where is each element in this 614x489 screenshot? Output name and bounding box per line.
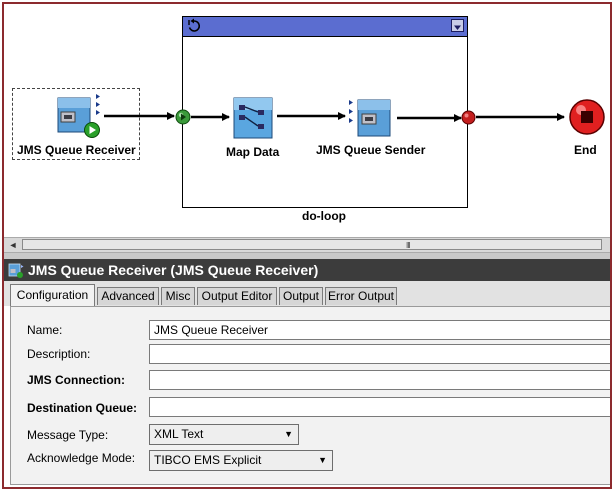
configuration-form: Name: JMS Queue Receiver Description: JM…: [10, 306, 610, 485]
map-data-icon[interactable]: [230, 96, 276, 142]
process-canvas[interactable]: do-loop: [4, 4, 610, 237]
node-label-end: End: [574, 143, 597, 157]
group-do-loop[interactable]: [182, 16, 468, 208]
scroll-grip: III: [406, 241, 411, 250]
selection-outline: [12, 88, 140, 160]
name-label: Name:: [27, 323, 63, 337]
panel-splitter[interactable]: [4, 253, 610, 259]
jms-connection-field[interactable]: [149, 370, 610, 390]
group-label: do-loop: [302, 209, 346, 223]
node-label-map: Map Data: [226, 145, 280, 159]
tab-error-output[interactable]: Error Output: [325, 287, 397, 305]
jms-receiver-icon[interactable]: [56, 92, 106, 140]
node-label-sender: JMS Queue Sender: [316, 143, 426, 157]
node-label-receiver: JMS Queue Receiver: [17, 143, 136, 157]
scroll-left-arrow-icon[interactable]: ◄: [8, 240, 18, 250]
tab-output[interactable]: Output: [279, 287, 323, 305]
jms-connection-label: JMS Connection:: [27, 373, 125, 387]
message-type-label: Message Type:: [27, 428, 109, 442]
tab-misc[interactable]: Misc: [161, 287, 195, 305]
properties-panel-title-bar: JMS Queue Receiver (JMS Queue Receiver): [4, 259, 610, 281]
acknowledge-mode-value: TIBCO EMS Explicit: [154, 453, 262, 467]
description-label: Description:: [27, 347, 91, 361]
properties-panel-title: JMS Queue Receiver (JMS Queue Receiver): [28, 262, 319, 278]
description-field[interactable]: [149, 344, 610, 364]
jms-receiver-icon: [8, 263, 24, 278]
message-type-select[interactable]: XML Text ▼: [149, 424, 299, 445]
destination-queue-field[interactable]: [149, 397, 610, 417]
group-collapse-button[interactable]: [451, 19, 464, 32]
chevron-down-icon: [454, 25, 461, 30]
acknowledge-mode-select[interactable]: TIBCO EMS Explicit ▼: [149, 450, 333, 471]
group-start-connector[interactable]: [175, 109, 191, 125]
chevron-down-icon: ▼: [318, 455, 327, 465]
tab-configuration[interactable]: Configuration: [10, 284, 95, 306]
name-field[interactable]: JMS Queue Receiver: [149, 320, 610, 340]
scroll-thumb[interactable]: III: [22, 239, 602, 250]
destination-queue-label: Destination Queue:: [27, 401, 138, 415]
canvas-horizontal-scrollbar[interactable]: ◄ III: [4, 237, 610, 253]
message-type-value: XML Text: [154, 427, 204, 441]
acknowledge-mode-label: Acknowledge Mode:: [27, 451, 136, 465]
group-header: [183, 17, 467, 37]
tab-advanced[interactable]: Advanced: [97, 287, 159, 305]
group-end-connector[interactable]: [461, 110, 476, 125]
transition-lines: [104, 112, 565, 122]
loop-arrow-icon: [188, 18, 201, 32]
jms-sender-icon[interactable]: [348, 96, 394, 142]
properties-tabs: Configuration Advanced Misc Output Edito…: [4, 281, 610, 306]
tab-output-editor[interactable]: Output Editor: [197, 287, 277, 305]
stop-icon[interactable]: [568, 98, 606, 136]
chevron-down-icon: ▼: [284, 429, 293, 439]
